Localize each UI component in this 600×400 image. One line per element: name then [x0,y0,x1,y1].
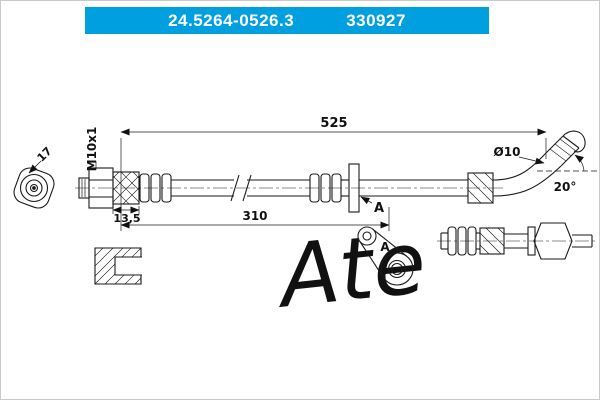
hose-body [139,163,468,213]
dim-bend-angle: 20° [537,154,598,194]
header-bar: 24.5264-0526.3 330927 [85,7,489,34]
dim-intermediate-length: 310 [120,207,390,231]
right-crimp-sleeve [467,172,494,204]
dia-label: Ø10 [494,145,521,159]
thread-spec-label: M10x1 [85,127,99,172]
reference-number: 330927 [346,10,406,30]
hex-nut [533,222,573,260]
flange-ref-label: A [374,201,384,216]
dim-310-label: 310 [242,209,267,223]
dim-525-label: 525 [320,116,347,131]
mounting-flange [348,163,360,213]
bracket-detail: A [357,226,414,286]
flange-reference: A [360,196,384,216]
bent-pipe-end [492,130,586,197]
thread-spec: M10x1 [85,127,99,172]
angle-label: 20° [554,180,577,194]
ate-watermark: Ate [270,213,430,328]
end-fitting-side-view [437,222,598,260]
dim-pipe-diameter: Ø10 [494,145,545,165]
grommet-section-view [94,247,142,285]
dim-banjo-width: 17 [28,145,55,174]
bracket-ref-label: A [380,240,390,254]
dim-13-5-label: 13,5 [113,212,140,225]
banjo-eye-end-view [13,167,55,209]
dim-17-label: 17 [35,145,55,165]
dim-fitting-length: 13,5 [112,206,141,225]
left-crimp-sleeve [112,171,140,205]
part-number: 24.5264-0526.3 [168,10,295,30]
dim-overall-length: 525 [120,116,547,231]
